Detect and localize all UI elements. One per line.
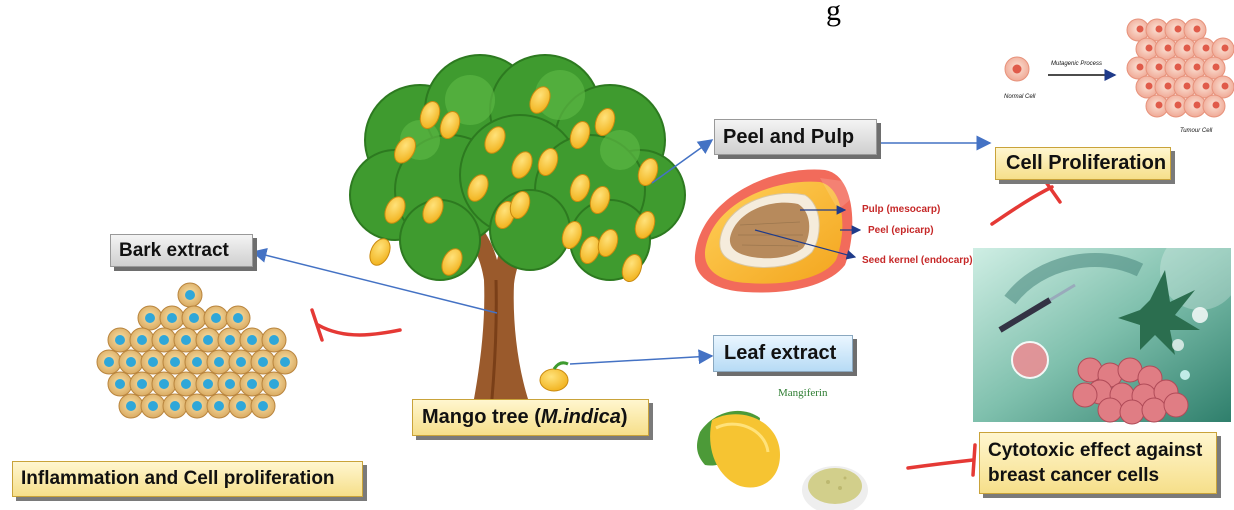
tumour-cell-nucleus [1146, 83, 1153, 90]
tumour-cell-nucleus [1184, 45, 1191, 52]
bark-cell-nucleus [148, 401, 158, 411]
bark-cell-nucleus [126, 401, 136, 411]
cell-proliferation-label: Cell Proliferation [995, 147, 1171, 180]
bark-cell-nucleus [115, 379, 125, 389]
tumour-cell-nucleus [1175, 26, 1182, 33]
bark-cell-nucleus [269, 379, 279, 389]
bark-cell-nucleus [211, 313, 221, 323]
cancer-cell [1142, 398, 1166, 422]
peel-and-pulp-label: Peel and Pulp [714, 119, 877, 155]
cytotoxic-line-2: breast cancer cells [988, 463, 1216, 488]
mango-tree-label-suffix: ) [621, 406, 628, 428]
bark-cell-nucleus [258, 401, 268, 411]
tumour-cell-nucleus [1203, 83, 1210, 90]
tumour-cell-nucleus [1175, 102, 1182, 109]
tumour-cell-nucleus [1222, 83, 1229, 90]
tumour-cell-cluster [1127, 19, 1234, 117]
seed-kernel-label: Seed kernel (endocarp) [862, 255, 973, 266]
bark-cell-nucleus [236, 357, 246, 367]
tumour-cell-nucleus [1194, 64, 1201, 71]
leaf-extract-label: Leaf extract [713, 335, 853, 372]
tumour-cell-nucleus [1194, 102, 1201, 109]
bark-cell-nucleus [137, 335, 147, 345]
mango-leaf-and-powder [697, 411, 868, 510]
bark-cell-nucleus [170, 401, 180, 411]
bark-cell-nucleus [247, 335, 257, 345]
cancer-cell [1098, 398, 1122, 422]
bark-cell-nucleus [148, 357, 158, 367]
bark-cell-nucleus [192, 357, 202, 367]
ground-mango [540, 369, 568, 391]
bark-extract-label: Bark extract [110, 234, 253, 267]
bark-cell-nucleus [159, 379, 169, 389]
bark-cell-nucleus [189, 313, 199, 323]
mutagenic-process-label: Mutagenic Process [1051, 61, 1102, 67]
inhibit-breast-cancer [908, 460, 973, 468]
bark-cell-nucleus [236, 401, 246, 411]
arrow-to-leaf-extract [570, 356, 712, 364]
tumour-cell-nucleus [1156, 26, 1163, 33]
breast-cancer-illustration [973, 230, 1234, 424]
peel-epicarp-label: Peel (epicarp) [868, 225, 934, 236]
tumour-cell-label: Tumour Cell [1180, 128, 1212, 134]
inhibit-cell-proliferation [992, 187, 1052, 224]
tumour-cell-nucleus [1175, 64, 1182, 71]
bark-cell-nucleus [214, 401, 224, 411]
bark-cell-nucleus [192, 401, 202, 411]
mango-tree-label: Mango tree (M.indica) [412, 399, 649, 436]
tumour-cell-nucleus [1146, 45, 1153, 52]
bark-cell-nucleus [126, 357, 136, 367]
mangiferin-label: Mangiferin [778, 387, 827, 399]
bark-cell-nucleus [225, 335, 235, 345]
tumour-inset [1005, 19, 1234, 117]
tumour-cell-nucleus [1156, 64, 1163, 71]
bark-cell-nucleus [247, 379, 257, 389]
bark-cell-nucleus [203, 379, 213, 389]
tumour-cell-nucleus [1194, 26, 1201, 33]
bark-cell-cluster [97, 283, 297, 418]
mango-tree-label-prefix: Mango tree ( [422, 406, 541, 428]
bark-cell-nucleus [181, 335, 191, 345]
tumour-cell-nucleus [1213, 64, 1220, 71]
tumour-cell-nucleus [1222, 45, 1229, 52]
tumour-cell-nucleus [1213, 102, 1220, 109]
cytotoxic-line-1: Cytotoxic effect against [988, 438, 1216, 463]
mango-tree-species: M.indica [541, 406, 621, 428]
bark-cell-nucleus [233, 313, 243, 323]
cancer-cell [1164, 393, 1188, 417]
cancer-cell [1073, 383, 1097, 407]
bark-cell-nucleus [214, 357, 224, 367]
cytotoxic-effect-label: Cytotoxic effect against breast cancer c… [979, 432, 1217, 494]
bark-cell-nucleus [225, 379, 235, 389]
tumour-cell-nucleus [1137, 26, 1144, 33]
bark-cell-nucleus [115, 335, 125, 345]
tumour-cell-nucleus [1203, 45, 1210, 52]
tumour-cell-nucleus [1156, 102, 1163, 109]
bark-cell-nucleus [203, 335, 213, 345]
pulp-mesocarp-label: Pulp (mesocarp) [862, 204, 940, 215]
bark-cell-nucleus [185, 290, 195, 300]
bark-cell-nucleus [167, 313, 177, 323]
mango-cross-section [695, 170, 852, 293]
bark-cell-nucleus [170, 357, 180, 367]
bark-cell-nucleus [159, 335, 169, 345]
inhibit-inflammation [318, 325, 400, 335]
tumour-cell-nucleus [1165, 45, 1172, 52]
bark-cell-nucleus [145, 313, 155, 323]
inflammation-label: Inflammation and Cell proliferation [12, 461, 363, 497]
bark-cell-nucleus [104, 357, 114, 367]
bark-cell-nucleus [269, 335, 279, 345]
mango-tree-illustration [350, 55, 685, 420]
bark-cell-nucleus [280, 357, 290, 367]
tumour-cell-nucleus [1165, 83, 1172, 90]
cancer-cell [1120, 400, 1144, 424]
bark-cell-nucleus [137, 379, 147, 389]
normal-cell-label: Normal Cell [1004, 94, 1035, 100]
bark-cell-nucleus [181, 379, 191, 389]
bark-cell-nucleus [258, 357, 268, 367]
tumour-cell-nucleus [1184, 83, 1191, 90]
tumour-cell-nucleus [1137, 64, 1144, 71]
